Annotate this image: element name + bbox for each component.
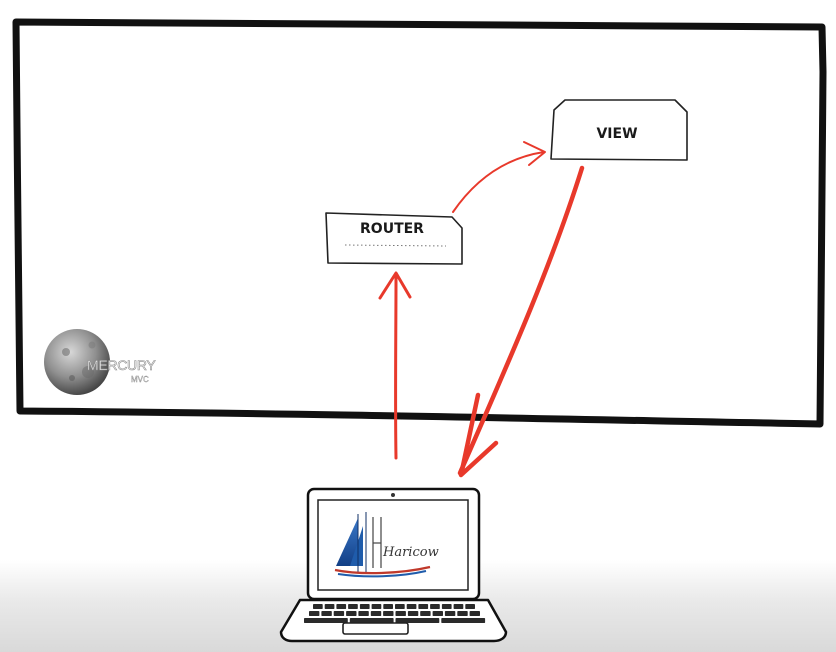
keyboard-key	[358, 611, 369, 616]
router-box	[325, 212, 463, 265]
keyboard-key	[395, 604, 405, 609]
keyboard-key	[333, 611, 345, 616]
keyboard-key	[371, 604, 382, 609]
keyboard-key	[324, 604, 335, 609]
keyboard-key	[395, 611, 406, 616]
keyboard-key	[359, 604, 370, 609]
keyboard-key	[336, 604, 347, 609]
keyboard-key	[321, 611, 332, 616]
arrow-laptop-to-router	[378, 271, 412, 460]
keyboard-key	[465, 604, 475, 609]
keyboard-key	[406, 604, 417, 609]
keyboard-key	[395, 618, 440, 623]
laptop-screen-brand: Haricow	[382, 545, 439, 560]
view-label: VIEW	[596, 126, 637, 142]
logo-name: MERCURY	[87, 357, 156, 373]
router-label: ROUTER	[360, 221, 424, 237]
router-node: ROUTER	[325, 212, 463, 265]
keyboard-key	[349, 618, 394, 623]
laptop-camera-icon	[391, 493, 395, 497]
keyboard-key	[346, 611, 357, 616]
keyboard-key	[407, 611, 419, 616]
keyboard-key	[441, 618, 486, 623]
keyboard-key	[304, 618, 348, 623]
keyboard-key	[469, 611, 480, 616]
keyboard-key	[432, 611, 443, 616]
arrow-view-to-laptop	[457, 165, 585, 478]
keyboard-key	[309, 611, 320, 616]
keyboard-key	[457, 611, 468, 616]
keyboard-key	[383, 604, 393, 609]
keyboard-key	[430, 604, 440, 609]
keyboard-key	[420, 611, 431, 616]
keyboard-key	[453, 604, 464, 609]
mercury-mvc-logo: MERCURY MVC	[44, 329, 157, 395]
arrow-router-to-view	[452, 141, 546, 213]
keyboard-key	[441, 604, 452, 609]
laptop-trackpad	[342, 622, 409, 635]
keyboard-key	[370, 611, 382, 616]
laptop-keyboard	[304, 604, 486, 623]
laptop: Haricow	[279, 487, 508, 643]
keyboard-key	[348, 604, 358, 609]
sailboat-logo-icon	[334, 512, 431, 578]
logo-subtitle: MVC	[131, 375, 149, 384]
outer-frame	[12, 18, 827, 428]
view-box	[550, 99, 688, 161]
keyboard-key	[313, 604, 323, 609]
router-dotted-underline	[344, 244, 447, 247]
keyboard-key	[383, 611, 394, 616]
keyboard-key	[418, 604, 429, 609]
keyboard-key	[444, 611, 456, 616]
view-node: VIEW	[550, 99, 688, 161]
